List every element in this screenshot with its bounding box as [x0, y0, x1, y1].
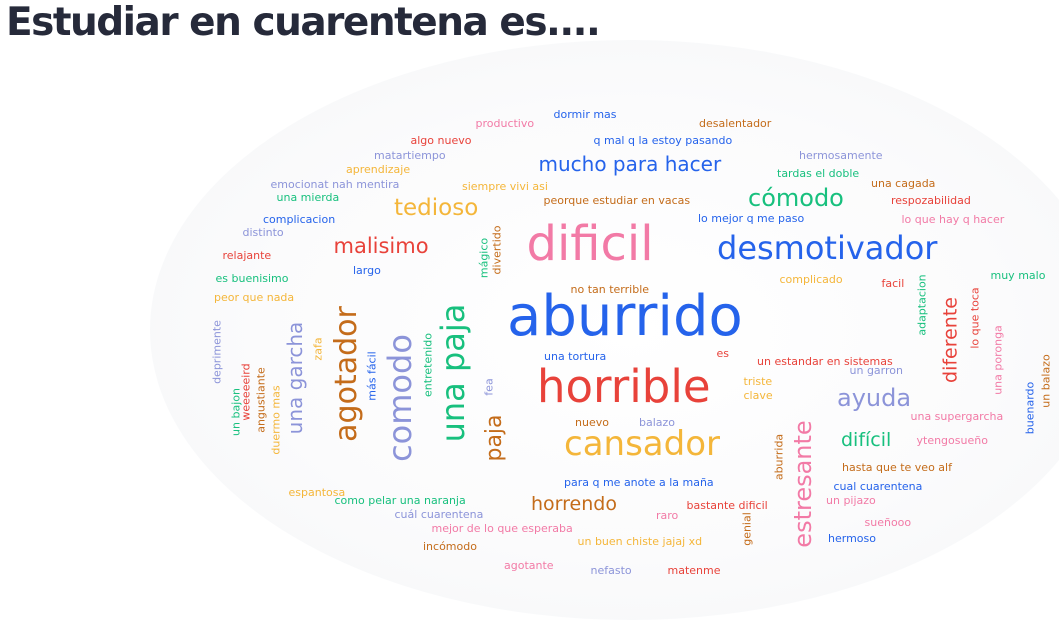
cloud-word: ytengosueño [916, 433, 988, 447]
cloud-word: emocionat nah mentira [270, 177, 400, 191]
cloud-word: una supergarcha [910, 409, 1004, 423]
cloud-word: facil [881, 276, 905, 290]
cloud-word: tedioso [394, 194, 479, 221]
cloud-word: un garron [849, 363, 903, 377]
cloud-word: cual cuarentena [833, 479, 923, 493]
cloud-word: espantosa [288, 485, 346, 499]
cloud-word: respozabilidad [891, 193, 971, 207]
cloud-word: raro [656, 508, 679, 522]
cloud-word: divertido [490, 225, 504, 275]
cloud-word: es buenisimo [215, 271, 289, 285]
cloud-word: es [716, 346, 730, 360]
cloud-word: más fácil [365, 351, 379, 401]
cloud-word: horrendo [531, 492, 617, 515]
cloud-word: genial [740, 512, 754, 546]
cloud-word: adaptacion [915, 274, 929, 336]
cloud-word: nuevo [575, 415, 609, 429]
cloud-word: mejor de lo que esperaba [431, 521, 573, 535]
cloud-word: agotante [504, 558, 554, 572]
cloud-word: paja [482, 414, 507, 462]
cloud-word: matenme [667, 563, 721, 577]
cloud-word: duermo mas [269, 385, 283, 455]
cloud-word: complicacion [263, 212, 336, 226]
cloud-word: una tortura [544, 349, 607, 363]
cloud-word: sueñooo [864, 515, 912, 529]
cloud-word: algo nuevo [410, 133, 472, 147]
cloud-word: relajante [222, 248, 272, 262]
cloud-word: un balazo [1039, 354, 1053, 408]
cloud-word: aprendizaje [346, 162, 411, 176]
cloud-word: un pijazo [826, 493, 876, 507]
cloud-word: tardas el doble [777, 166, 860, 180]
cloud-word: malisimo [333, 233, 429, 258]
cloud-word: triste [743, 374, 773, 388]
cloud-word: lo que hay q hacer [901, 212, 1005, 226]
cloud-word: distinto [242, 225, 284, 239]
cloud-word: una cagada [871, 176, 936, 190]
page-title: Estudiar en cuarentena es.... [6, 0, 601, 45]
cloud-word: no tan terrible [570, 282, 650, 296]
cloud-background [150, 40, 1059, 620]
cloud-word: hasta que te veo alf [842, 460, 952, 474]
cloud-word: una paja [434, 303, 472, 443]
cloud-word: mágico [477, 237, 491, 279]
cloud-word: cómodo [748, 184, 844, 212]
cloud-word: para q me anote a la maña [564, 475, 714, 489]
cloud-word: una garcha [283, 321, 307, 435]
cloud-word: lo mejor q me paso [698, 211, 805, 225]
cloud-word: siempre vivi asi [462, 179, 548, 193]
cloud-word: mucho para hacer [538, 152, 722, 176]
cloud-word: nefasto [590, 563, 632, 577]
cloud-word: peorque estudiar en vacas [543, 193, 691, 207]
cloud-word: matartiempo [374, 148, 446, 162]
cloud-word: bastante dificil [686, 498, 768, 512]
cloud-word: una poronga [991, 325, 1005, 395]
cloud-word: un buen chiste jajaj xd [577, 534, 703, 548]
cloud-word: agotador [329, 306, 364, 442]
cloud-word: aburrida [772, 433, 786, 481]
cloud-word: muy malo [990, 268, 1046, 282]
cloud-word: hermoso [828, 531, 876, 545]
cloud-word: ayuda [837, 384, 912, 412]
cloud-word: q mal q la estoy pasando [593, 133, 733, 147]
cloud-word: entretenido [421, 333, 435, 397]
cloud-word: complicado [779, 272, 843, 286]
cloud-word: cuál cuarentena [394, 507, 484, 521]
cloud-word: clave [743, 388, 773, 402]
cloud-word: desalentador [699, 116, 772, 130]
cloud-word: deprimente [210, 320, 224, 384]
cloud-word: hermosamente [799, 148, 883, 162]
cloud-word: diferente [939, 297, 962, 383]
cloud-word: buenardo [1023, 381, 1037, 435]
cloud-word: peor que nada [214, 290, 295, 304]
cloud-word: largo [353, 263, 381, 277]
cloud-word: fea [482, 378, 496, 396]
cloud-word: angustiante [254, 367, 268, 433]
word-cloud: aburrido horrible dificil desmotivador cansa… [210, 107, 1053, 577]
cloud-word: difícil [841, 428, 892, 451]
cloud-word: zafa [311, 337, 325, 361]
cloud-word: cansador [564, 424, 720, 464]
cloud-word: dormir mas [553, 107, 617, 121]
cloud-word: balazo [639, 415, 676, 429]
cloud-word: incómodo [423, 539, 477, 553]
cloud-word: weeeeeird [239, 363, 253, 421]
cloud-word: horrible [537, 359, 711, 413]
cloud-word: lo que toca [968, 287, 982, 349]
cloud-word: estresante [789, 420, 817, 548]
cloud-word: dificil [526, 216, 654, 272]
cloud-word: una mierda [276, 190, 340, 204]
cloud-word: comodo [381, 334, 419, 462]
cloud-word: desmotivador [717, 229, 938, 267]
cloud-word: como pelar una naranja [334, 493, 466, 507]
cloud-word: aburrido [507, 284, 743, 349]
cloud-word: productivo [475, 116, 535, 130]
cloud-word: un estandar en sistemas [757, 354, 893, 368]
